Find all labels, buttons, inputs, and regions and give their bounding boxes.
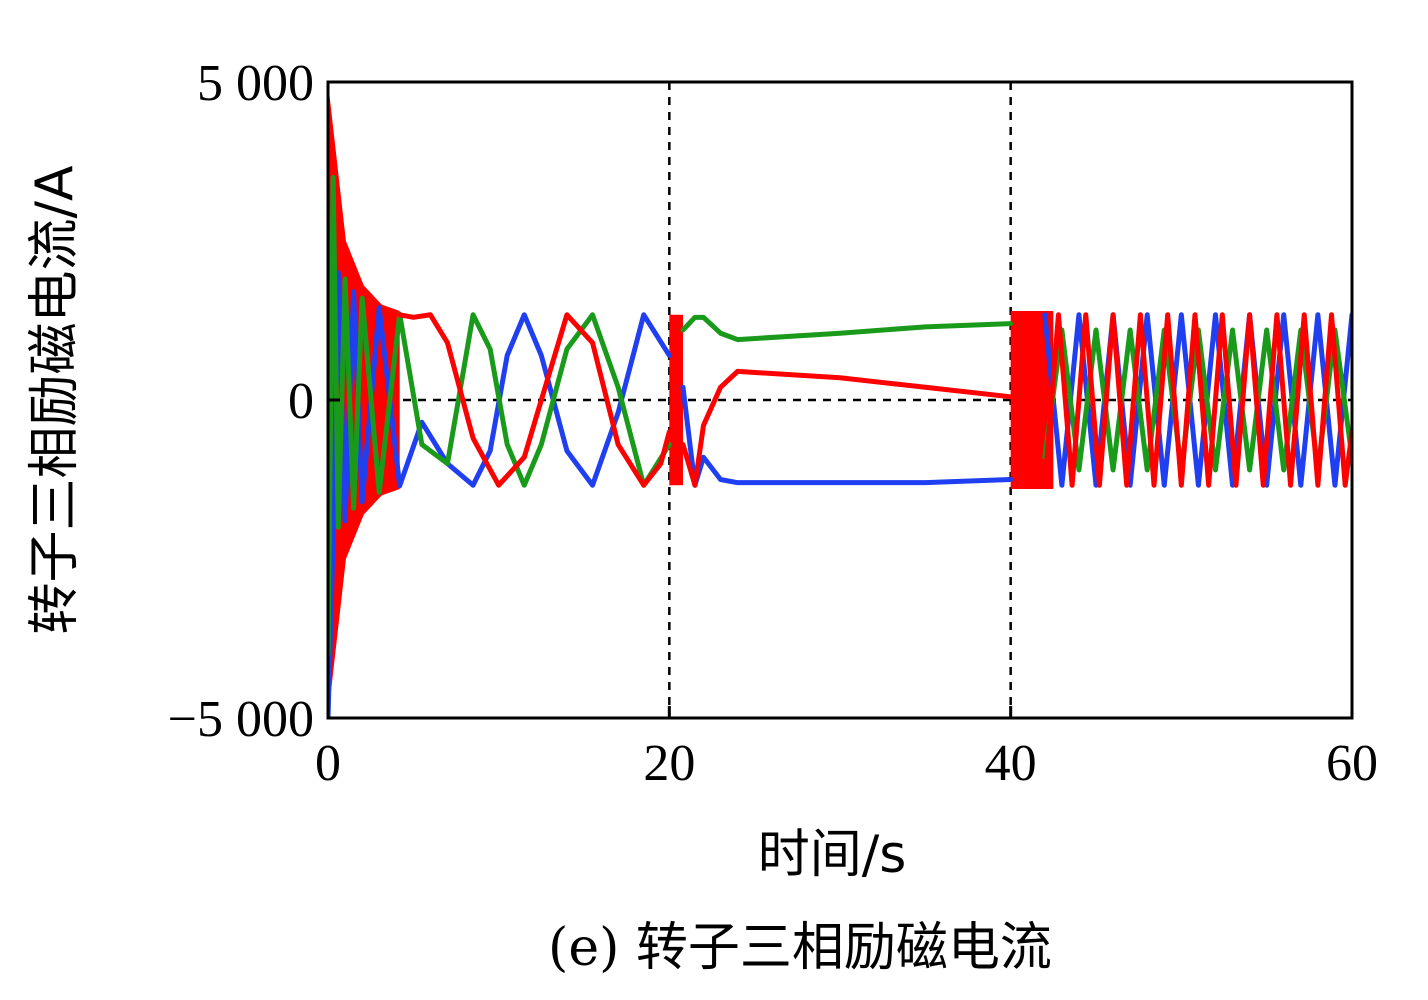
series-0-segment-0	[328, 270, 672, 718]
y-axis-label: 转子三相励磁电流/A	[25, 165, 85, 635]
x-tick-label-1: 20	[643, 735, 695, 792]
oscillation-band-2	[1010, 310, 1054, 490]
figure-caption: (e) 转子三相励磁电流	[548, 918, 1052, 978]
series-0-segment-2	[1042, 312, 1352, 488]
x-tick-label-2: 40	[985, 735, 1037, 792]
x-tick-label-0: 0	[315, 735, 341, 792]
series-2-segment-0	[397, 312, 672, 488]
y-tick-label-1: 0	[288, 373, 314, 430]
oscillation-band-0	[328, 82, 400, 718]
series-1-segment-1	[680, 314, 1014, 343]
x-tick-label-3: 60	[1326, 735, 1378, 792]
grid	[328, 80, 1352, 718]
series-2-segment-2	[1042, 312, 1352, 488]
y-tick-label-0: −5 000	[168, 691, 314, 748]
x-axis-label: 时间/s	[758, 825, 907, 885]
series-0-segment-1	[680, 384, 1014, 488]
ticks	[326, 80, 1354, 720]
y-tick-label-2: 5 000	[197, 55, 314, 112]
oscillation-band-1	[669, 314, 683, 486]
series-layer	[328, 82, 1352, 718]
series-2-segment-1	[680, 368, 1014, 488]
